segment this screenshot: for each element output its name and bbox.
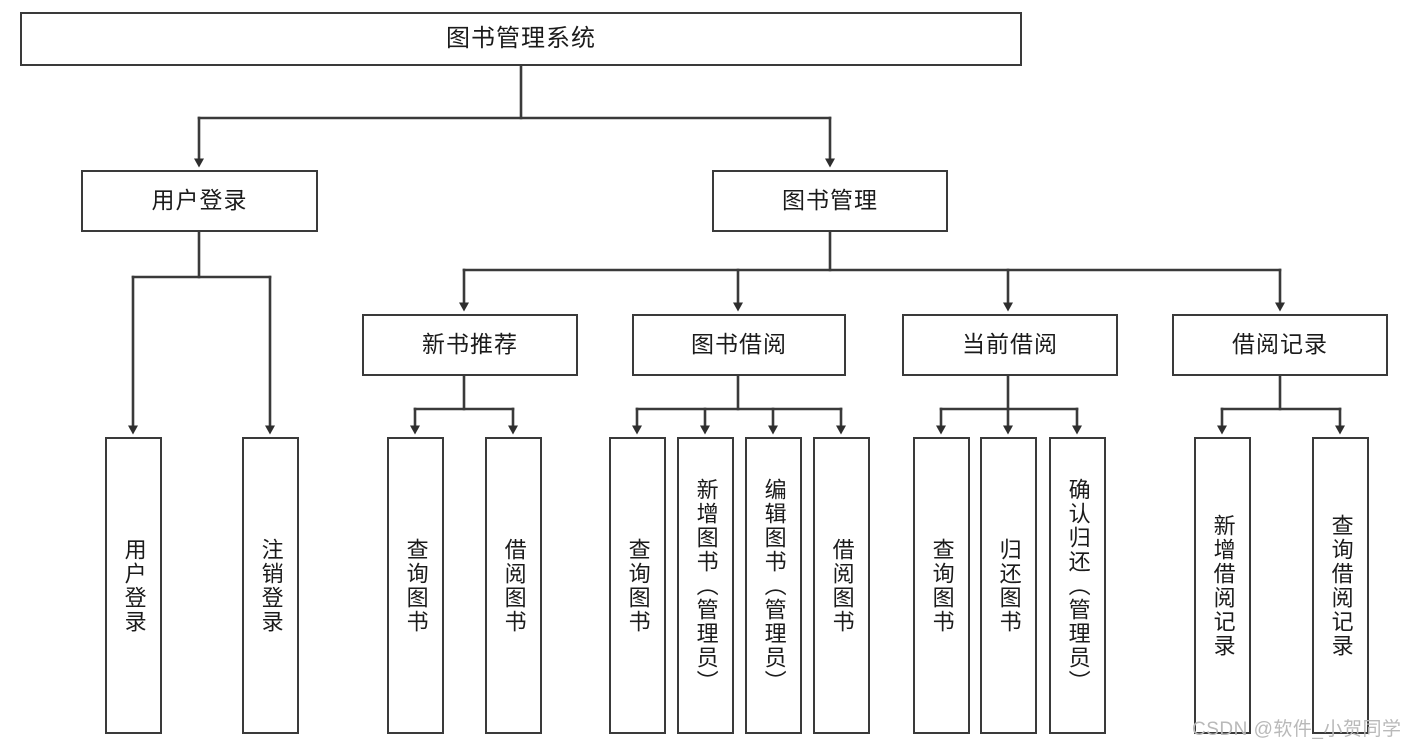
node-user-login[interactable]: 用户登录 bbox=[81, 170, 318, 232]
node-new-book-recommend[interactable]: 新书推荐 bbox=[362, 314, 578, 376]
node-current-borrow[interactable]: 当前借阅 bbox=[902, 314, 1118, 376]
leaf-label: 注销登录 bbox=[258, 537, 284, 634]
leaf-label: 归还图书 bbox=[996, 537, 1022, 634]
node-label: 借阅记录 bbox=[1232, 331, 1328, 358]
leaf-label: 确认归还（管理员） bbox=[1065, 477, 1091, 694]
leaf-user-login-login[interactable]: 用户登录 bbox=[105, 437, 162, 734]
leaf-book-borrow-borrow-book[interactable]: 借阅图书 bbox=[813, 437, 870, 734]
leaf-label: 新增图书（管理员） bbox=[693, 477, 719, 694]
node-label: 新书推荐 bbox=[422, 331, 518, 358]
leaf-user-login-logout[interactable]: 注销登录 bbox=[242, 437, 299, 734]
leaf-label: 用户登录 bbox=[121, 537, 147, 634]
leaf-current-borrow-confirm-return-admin[interactable]: 确认归还（管理员） bbox=[1049, 437, 1106, 734]
leaf-book-borrow-query-book[interactable]: 查询图书 bbox=[609, 437, 666, 734]
node-label: 图书管理 bbox=[782, 187, 878, 214]
leaf-label: 编辑图书（管理员） bbox=[761, 477, 787, 694]
node-label: 当前借阅 bbox=[962, 331, 1058, 358]
node-label: 图书借阅 bbox=[691, 331, 787, 358]
leaf-current-borrow-query-book[interactable]: 查询图书 bbox=[913, 437, 970, 734]
node-root-book-management-system[interactable]: 图书管理系统 bbox=[20, 12, 1022, 66]
leaf-label: 查询图书 bbox=[625, 537, 651, 634]
node-label: 图书管理系统 bbox=[446, 24, 596, 52]
leaf-borrow-record-add-record[interactable]: 新增借阅记录 bbox=[1194, 437, 1251, 734]
node-book-management[interactable]: 图书管理 bbox=[712, 170, 948, 232]
leaf-label: 查询图书 bbox=[403, 537, 429, 634]
leaf-book-borrow-add-book-admin[interactable]: 新增图书（管理员） bbox=[677, 437, 734, 734]
node-label: 用户登录 bbox=[151, 187, 248, 214]
leaf-new-book-query-book[interactable]: 查询图书 bbox=[387, 437, 444, 734]
leaf-current-borrow-return-book[interactable]: 归还图书 bbox=[980, 437, 1037, 734]
leaf-label: 新增借阅记录 bbox=[1210, 513, 1236, 658]
leaf-new-book-borrow-book[interactable]: 借阅图书 bbox=[485, 437, 542, 734]
leaf-label: 查询图书 bbox=[929, 537, 955, 634]
csdn-watermark: CSDN @软件_小贺同学 bbox=[1192, 719, 1402, 740]
leaf-book-borrow-edit-book-admin[interactable]: 编辑图书（管理员） bbox=[745, 437, 802, 734]
leaf-label: 借阅图书 bbox=[501, 537, 527, 634]
leaf-borrow-record-query-record[interactable]: 查询借阅记录 bbox=[1312, 437, 1369, 734]
leaf-label: 借阅图书 bbox=[829, 537, 855, 634]
node-borrow-record[interactable]: 借阅记录 bbox=[1172, 314, 1388, 376]
leaf-label: 查询借阅记录 bbox=[1328, 513, 1354, 658]
node-book-borrow[interactable]: 图书借阅 bbox=[632, 314, 846, 376]
